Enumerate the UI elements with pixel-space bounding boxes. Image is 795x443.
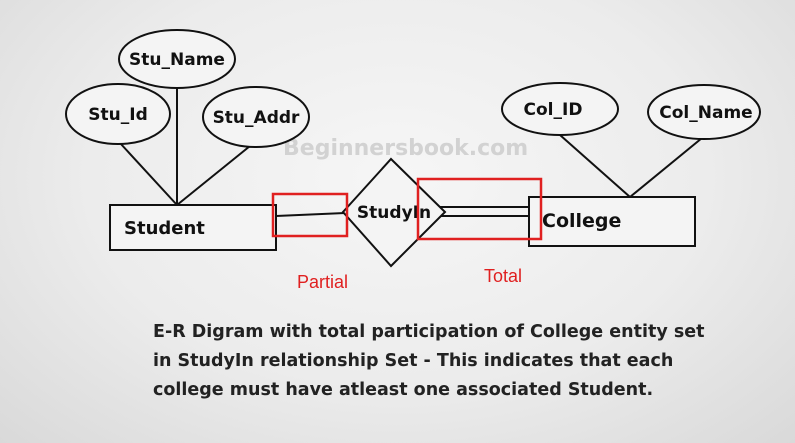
col-name-connector [629, 137, 703, 198]
stu-addr-connector [176, 145, 251, 206]
partial-participation-line [275, 212, 346, 217]
attr-col-name-label: Col_Name [659, 103, 752, 123]
entity-student-label: Student [124, 218, 205, 239]
relationship-studyin [341, 157, 447, 268]
partial-label: Partial [297, 272, 348, 292]
caption-line-3: college must have atleast one associated… [153, 380, 654, 400]
col-id-connector [559, 134, 631, 198]
caption-line-2: in StudyIn relationship Set - This indic… [153, 351, 674, 371]
attr-col-id-label: Col_ID [524, 100, 583, 120]
caption: E-R Digram with total participation of C… [153, 318, 773, 405]
attr-col-name [647, 84, 761, 140]
attr-stu-id [65, 83, 171, 145]
entity-student [109, 204, 277, 251]
relationship-studyin-label: StudyIn [357, 203, 431, 223]
attr-stu-name-label: Stu_Name [129, 50, 225, 70]
partial-highlight-box [271, 192, 349, 238]
attr-stu-addr-label: Stu_Addr [213, 108, 300, 128]
attr-stu-name [118, 29, 236, 89]
watermark: Beginnersbook.com [283, 136, 528, 161]
stu-id-connector [119, 142, 178, 206]
caption-line-1: E-R Digram with total participation of C… [153, 322, 705, 342]
entity-college-label: College [542, 210, 621, 232]
entity-college [528, 196, 696, 247]
attr-stu-addr [202, 86, 310, 148]
total-highlight-box [416, 177, 543, 241]
total-label: Total [484, 266, 522, 286]
attr-stu-id-label: Stu_Id [88, 105, 147, 125]
attr-col-id [501, 82, 619, 136]
